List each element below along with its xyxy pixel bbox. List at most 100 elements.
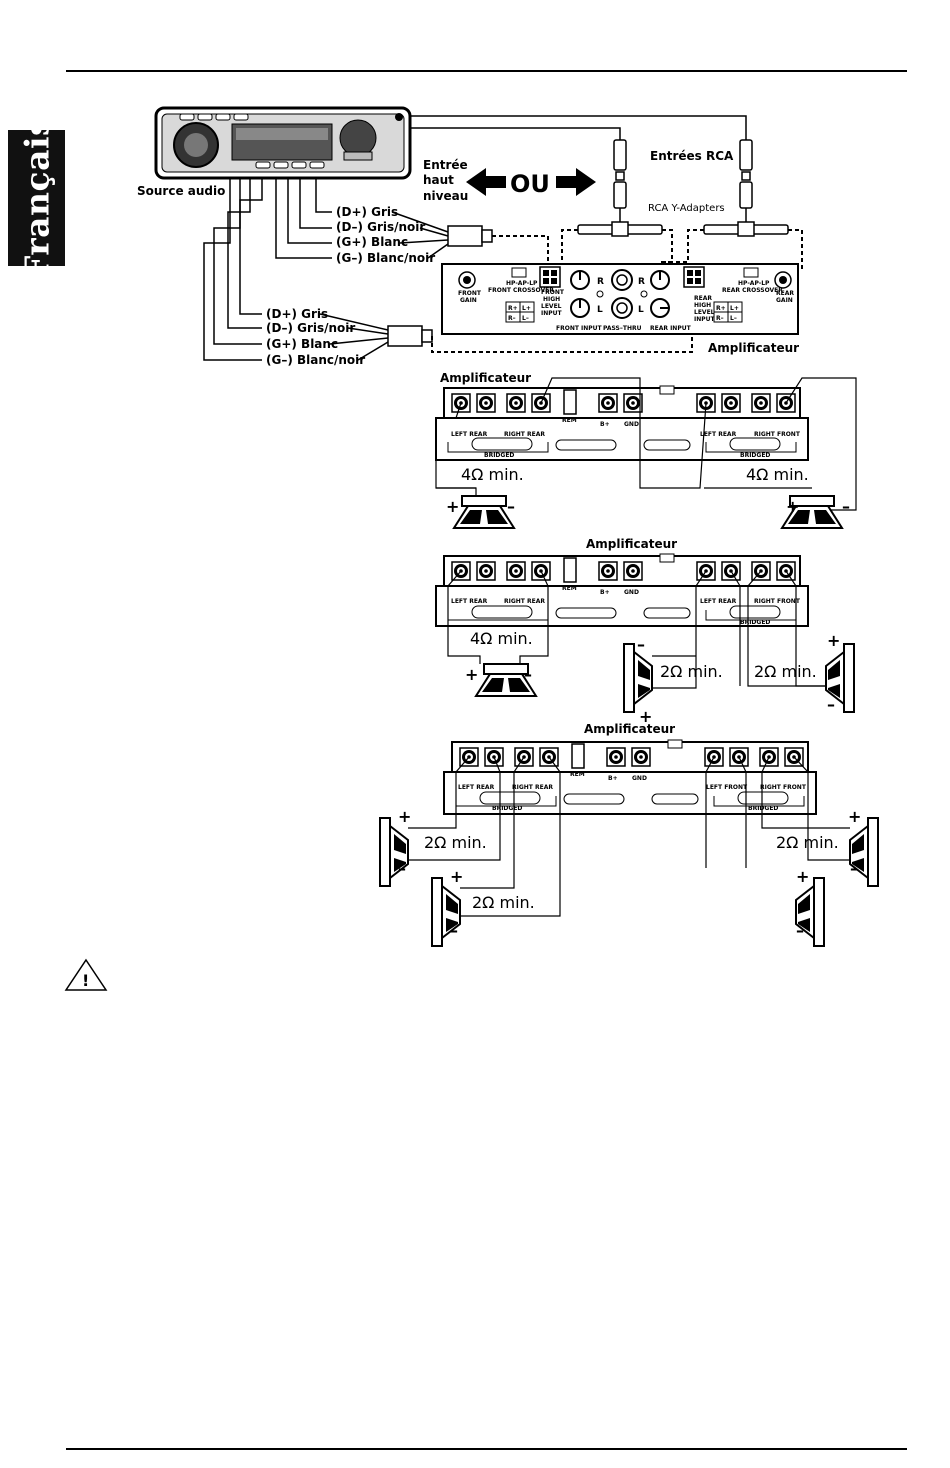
amp3-left-front: LEFT FRONT [706, 784, 748, 791]
rear-high-level-4: INPUT [694, 316, 716, 323]
amp3-impedance-bottom-left: 2Ω min. [472, 893, 535, 912]
amp1-right-rear: RIGHT REAR [504, 431, 545, 438]
panel-l-right: L [638, 305, 644, 315]
rca-plug-left [613, 139, 627, 226]
wire-top-3: (G+) Blanc [336, 235, 408, 249]
amp1-left-front: LEFT REAR [700, 431, 737, 438]
amp3-spk-tr-minus: – [850, 859, 858, 878]
rear-high-level-1: REAR [694, 295, 712, 302]
head-unit-wires [203, 178, 332, 361]
amp2-spk-right-minus: – [827, 695, 835, 714]
rear-crossover-label: REAR CROSSOVER [722, 287, 783, 294]
front-crossover-label: FRONT CROSSOVER [488, 287, 554, 294]
amp3-b-plus: B+ [608, 775, 618, 782]
amp3-spk-bl-plus: + [450, 867, 463, 886]
front-gain-label-2: GAIN [460, 297, 477, 304]
hp-ap-lp-rear: HP-AP-LP [738, 280, 770, 287]
amp1-gnd: GND [624, 421, 639, 428]
amp3-bridged-right: BRIDGED [748, 805, 778, 812]
amp3-bridged-left: BRIDGED [492, 805, 522, 812]
head-unit [154, 106, 412, 180]
amp2-bridged-right: BRIDGED [740, 619, 770, 626]
wire-bottom-2: (D–) Gris/noir [266, 321, 355, 335]
amp2-rem: REM [562, 585, 577, 592]
y-adapter-left [577, 221, 663, 237]
amp1-b-plus: B+ [600, 421, 610, 428]
connector-top [447, 225, 493, 247]
panel-l-left: L [597, 305, 603, 315]
front-input-label: FRONT INPUT [556, 325, 603, 332]
wire-top-1: (D+) Gris [336, 205, 398, 219]
rear-input-label: REAR INPUT [650, 325, 692, 332]
panel-r-left: R [597, 277, 604, 287]
amp2-right-front: RIGHT FRONT [754, 598, 801, 605]
footer-rule [66, 1448, 907, 1450]
front-high-level-1: FRONT [541, 289, 565, 296]
panel-r-right: R [638, 277, 645, 287]
y-adapter-right [703, 221, 789, 237]
amp2-impedance-mid: 2Ω min. [660, 662, 723, 681]
r-minus-label: R– [508, 315, 516, 322]
amp2-impedance-right: 2Ω min. [754, 662, 817, 681]
amp2-left-front: LEFT REAR [700, 598, 737, 605]
amp1-wires [435, 377, 857, 511]
amp1-rem: REM [562, 417, 577, 424]
l-plus-label: L+ [522, 305, 531, 312]
amp-input-panel [441, 263, 799, 335]
amp1-title: Amplificateur [440, 371, 531, 385]
header-rule [66, 70, 907, 72]
rca-y-adapters-label: RCA Y-Adapters [648, 203, 725, 214]
amp3-rem: REM [570, 771, 585, 778]
rear-r-minus-label: R– [716, 315, 724, 322]
amp2-body [435, 553, 809, 627]
amp1-spk-left-minus: – [507, 497, 515, 516]
wire-bottom-3: (G+) Blanc [266, 337, 338, 351]
amp2-right-rear: RIGHT REAR [504, 598, 545, 605]
amp3-spk-bl-minus: – [450, 921, 458, 940]
amp3-impedance-top-right: 2Ω min. [776, 833, 839, 852]
amp3-spk-tr-plus: + [848, 807, 861, 826]
amp1-spk-right-plus: + [786, 497, 799, 516]
amp2-speaker-mid [623, 643, 653, 713]
amp1-bridged-right: BRIDGED [740, 452, 770, 459]
amp2-wires [447, 570, 826, 689]
amp1-body [435, 385, 809, 461]
hp-ap-lp-front: HP-AP-LP [506, 280, 538, 287]
rca-plug-right [739, 139, 753, 226]
amp-panel-caption: Amplificateur [708, 341, 799, 355]
wire-bottom-1: (D+) Gris [266, 307, 328, 321]
amp3-spk-tl-plus: + [398, 807, 411, 826]
amp3-wires [408, 756, 850, 917]
amp3-spk-br-plus: + [796, 867, 809, 886]
amp1-spk-left-plus: + [446, 497, 459, 516]
rca-inputs-label: Entrées RCA [650, 149, 734, 163]
amp3-spk-tl-minus: – [398, 859, 406, 878]
front-gain-label-1: FRONT [458, 290, 482, 297]
amp2-b-plus: B+ [600, 589, 610, 596]
amp1-impedance-left: 4Ω min. [461, 465, 524, 484]
amp2-left-rear: LEFT REAR [451, 598, 488, 605]
amp2-spk-mid-plus: + [639, 707, 652, 726]
high-level-input-line1: Entrée [423, 158, 468, 172]
rear-r-plus-label: R+ [716, 305, 726, 312]
amp2-spk-left-plus: + [465, 665, 478, 684]
r-plus-label: R+ [508, 305, 518, 312]
arrow-left-icon [466, 168, 506, 196]
amp2-spk-mid-minus: – [637, 635, 645, 654]
rear-l-plus-label: L+ [730, 305, 739, 312]
amp1-bridged-left: BRIDGED [484, 452, 514, 459]
amp2-impedance-left: 4Ω min. [470, 629, 533, 648]
wire-top-4: (G–) Blanc/noir [336, 251, 435, 265]
wire-bottom-4: (G–) Blanc/noir [266, 353, 365, 367]
rear-l-minus-label: L– [730, 315, 737, 322]
high-level-input-line3: niveau [423, 189, 468, 203]
or-label: OU [510, 170, 550, 198]
warning-symbol: ! [82, 971, 89, 990]
wire-top-2: (D–) Gris/noir [336, 220, 425, 234]
front-high-level-3: LEVEL [541, 303, 562, 310]
amp2-title: Amplificateur [586, 537, 677, 551]
amp3-impedance-top-left: 2Ω min. [424, 833, 487, 852]
amp1-impedance-right: 4Ω min. [746, 465, 809, 484]
rear-high-level-2: HIGH [694, 302, 711, 309]
